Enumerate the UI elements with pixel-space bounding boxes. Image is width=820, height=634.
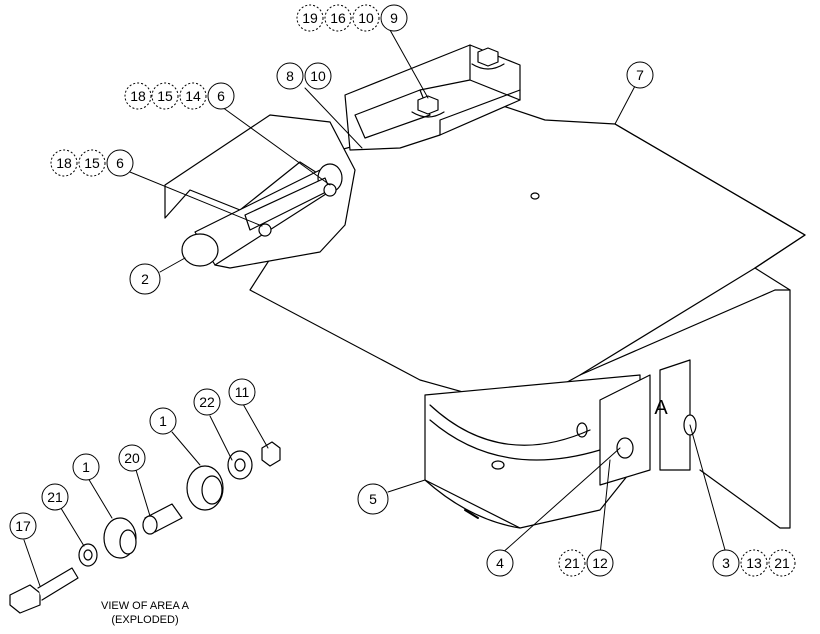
svg-text:14: 14 — [185, 88, 201, 104]
callout-12: 12 — [586, 549, 614, 577]
svg-text:15: 15 — [157, 88, 173, 104]
leader-lines — [23, 29, 726, 587]
callout-2: 2 — [129, 263, 161, 295]
callout-18a: 18 — [124, 82, 152, 110]
bolt-top-right — [471, 47, 505, 70]
svg-text:7: 7 — [636, 67, 644, 83]
exploded-nut-11 — [261, 441, 281, 467]
mounting-hole — [530, 192, 540, 200]
svg-text:13: 13 — [746, 555, 762, 571]
exploded-washer-21 — [78, 543, 98, 567]
callout-7: 7 — [626, 61, 654, 89]
svg-text:1: 1 — [159, 413, 167, 429]
exploded-bushing-1-right — [186, 465, 224, 511]
callout-10: 10 — [352, 4, 380, 32]
callout-3: 3 — [712, 549, 740, 577]
callout-18b: 18 — [50, 149, 78, 177]
view-caption-line1: VIEW OF AREA A — [101, 600, 190, 612]
callout-21b: 21 — [558, 549, 586, 577]
callout-9: 9 — [380, 4, 408, 32]
svg-text:21: 21 — [774, 555, 790, 571]
svg-text:5: 5 — [369, 491, 377, 507]
callout-1a: 1 — [149, 407, 177, 435]
svg-text:19: 19 — [302, 10, 318, 26]
svg-text:1: 1 — [82, 459, 90, 475]
callout-4: 4 — [486, 549, 514, 577]
svg-text:18: 18 — [130, 88, 146, 104]
svg-text:6: 6 — [116, 155, 124, 171]
drive-housing — [424, 374, 641, 529]
callout-15a: 15 — [151, 82, 179, 110]
svg-text:9: 9 — [390, 10, 398, 26]
view-caption-line2: (EXPLODED) — [111, 614, 178, 626]
mounting-plate — [249, 104, 806, 529]
area-a-marker: A — [654, 397, 668, 419]
callout-10b: 10 — [304, 62, 332, 90]
callout-6a: 6 — [207, 82, 235, 110]
svg-text:2: 2 — [141, 271, 149, 287]
svg-text:4: 4 — [496, 555, 504, 571]
callout-22: 22 — [193, 388, 221, 416]
strap-bracket — [244, 177, 337, 237]
svg-text:21: 21 — [47, 489, 63, 505]
svg-text:8: 8 — [286, 68, 294, 84]
svg-text:10: 10 — [310, 68, 326, 84]
exploded-bolt-17 — [9, 567, 79, 614]
svg-text:16: 16 — [330, 10, 346, 26]
callout-21a: 21 — [41, 483, 69, 511]
svg-text:17: 17 — [15, 518, 31, 534]
callout-15b: 15 — [78, 149, 106, 177]
svg-text:10: 10 — [358, 10, 374, 26]
callout-11: 11 — [228, 378, 256, 406]
svg-text:21: 21 — [564, 555, 580, 571]
svg-text:18: 18 — [56, 155, 72, 171]
callout-8: 8 — [276, 62, 304, 90]
bolt-9 — [411, 95, 445, 118]
callouts: 19 16 10 9 8 10 7 18 — [9, 4, 796, 577]
callout-14: 14 — [179, 82, 207, 110]
callout-5: 5 — [357, 483, 389, 515]
exploded-spacer-20 — [142, 503, 183, 535]
exploded-washer-22 — [227, 450, 253, 480]
svg-text:20: 20 — [124, 450, 140, 466]
svg-text:3: 3 — [722, 555, 730, 571]
svg-text:22: 22 — [199, 394, 215, 410]
callout-20: 20 — [118, 444, 146, 472]
exploded-bushing-1-left — [103, 517, 137, 559]
callout-13: 13 — [740, 549, 768, 577]
callout-1b: 1 — [72, 453, 100, 481]
svg-text:11: 11 — [235, 384, 250, 400]
callout-19: 19 — [296, 4, 324, 32]
svg-text:15: 15 — [84, 155, 100, 171]
side-plate — [599, 359, 697, 486]
callout-21c: 21 — [768, 549, 796, 577]
callout-16: 16 — [324, 4, 352, 32]
svg-text:6: 6 — [217, 88, 225, 104]
svg-text:12: 12 — [592, 555, 608, 571]
callout-17: 17 — [9, 512, 37, 540]
callout-6b: 6 — [106, 149, 134, 177]
